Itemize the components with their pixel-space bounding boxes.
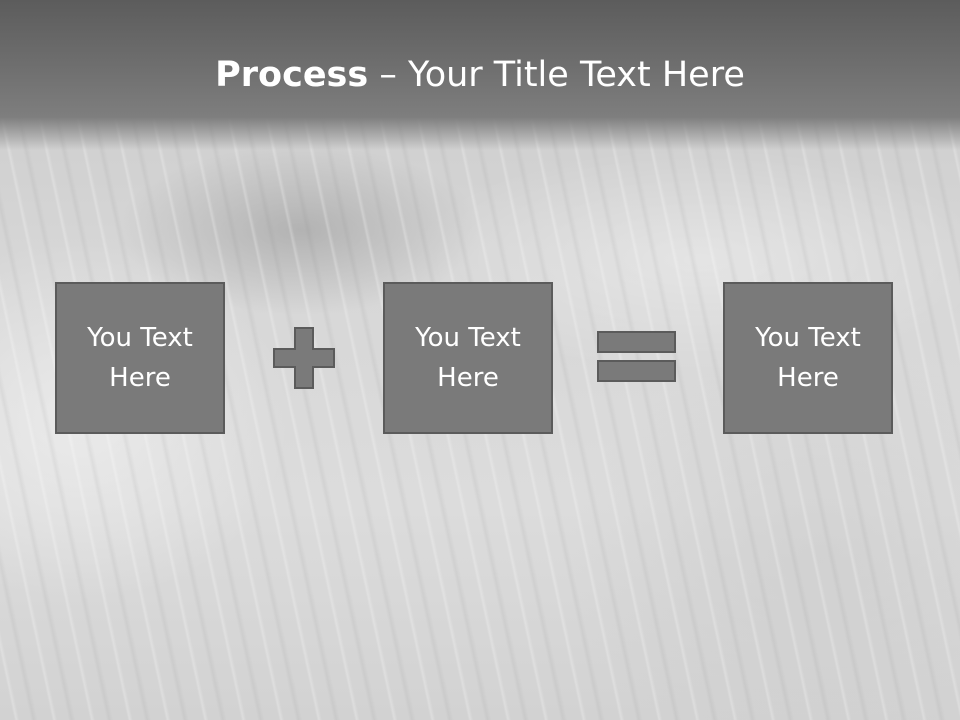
process-box-1-text: You Text Here	[87, 323, 193, 393]
title-bar: Process – Your Title Text Here	[0, 0, 960, 150]
process-box-2-text: You Text Here	[415, 323, 521, 393]
plus-icon	[273, 327, 335, 389]
equals-icon	[597, 331, 676, 382]
title-bold: Process	[215, 55, 369, 95]
process-box-1: You Text Here	[55, 282, 225, 434]
process-box-2: You Text Here	[383, 282, 553, 434]
process-box-3: You Text Here	[723, 282, 893, 434]
process-box-3-text: You Text Here	[755, 323, 861, 393]
slide-title: Process – Your Title Text Here	[0, 52, 960, 98]
title-rest: – Your Title Text Here	[368, 55, 745, 95]
